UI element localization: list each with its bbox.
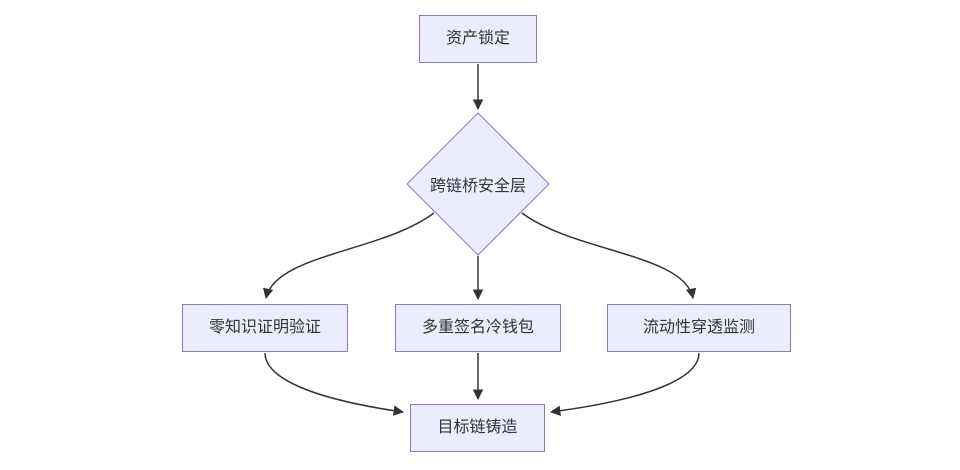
node-liquidity-monitoring: 流动性穿透监测: [607, 304, 791, 352]
edge-bridge-security-to-zk-proof: [262, 212, 435, 300]
node-target-chain-mint-label: 目标链铸造: [437, 419, 518, 437]
node-bridge-security-layer-label: 跨链桥安全层: [429, 178, 526, 195]
node-multisig-cold-wallet-label: 多重签名冷钱包: [421, 319, 534, 337]
node-asset-lock-label: 资产锁定: [445, 30, 510, 48]
node-multisig-cold-wallet: 多重签名冷钱包: [395, 304, 561, 352]
edge-zk-proof-to-target-mint: [264, 352, 405, 416]
decision-diamond-shape: [406, 112, 550, 256]
node-bridge-security-layer: 跨链桥安全层: [398, 172, 558, 196]
node-target-chain-mint: 目标链铸造: [410, 404, 545, 452]
node-liquidity-monitoring-label: 流动性穿透监测: [642, 319, 755, 337]
node-asset-lock: 资产锁定: [419, 15, 537, 63]
edge-liquidity-to-target-mint: [549, 352, 700, 416]
node-zk-proof-verification-label: 零知识证明验证: [208, 319, 321, 337]
node-zk-proof-verification: 零知识证明验证: [182, 304, 348, 352]
edge-bridge-security-to-liquidity: [521, 212, 697, 300]
